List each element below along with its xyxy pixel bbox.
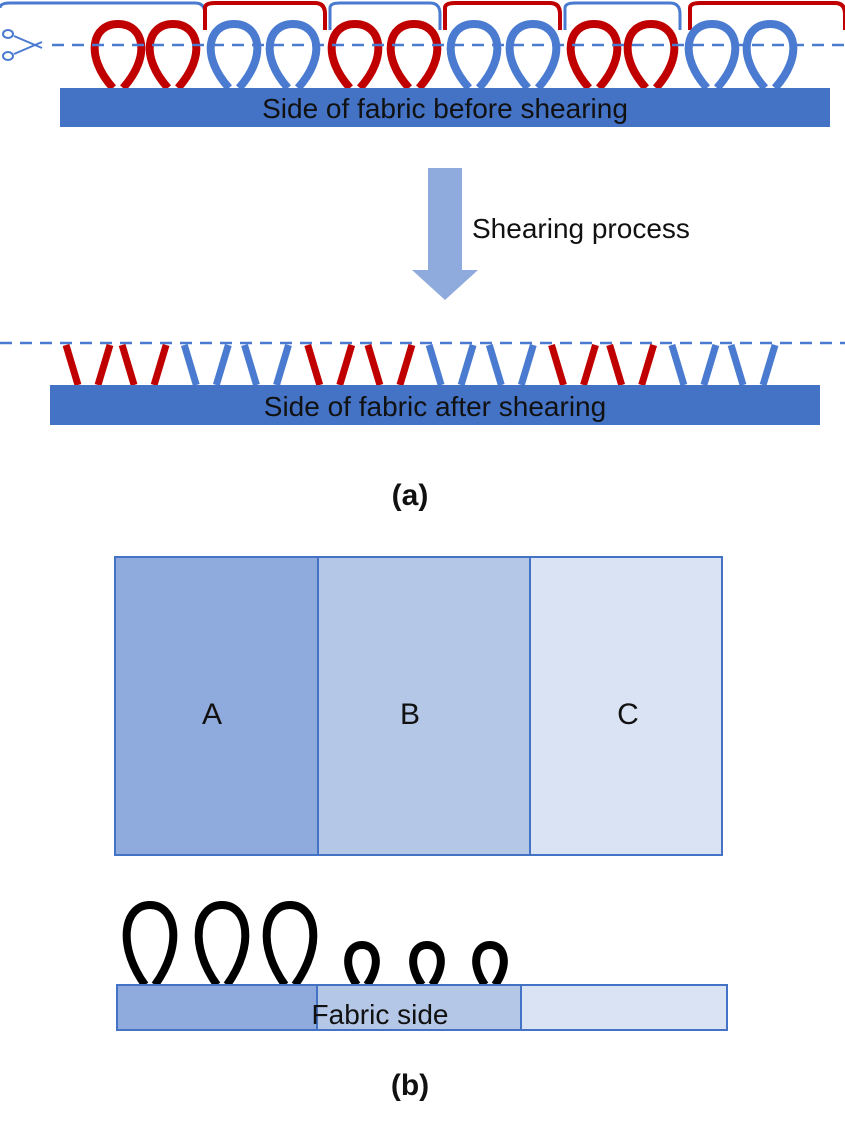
small-pile-loop <box>472 940 508 988</box>
large-pile-loop <box>122 900 178 988</box>
cut-pile-red <box>118 343 138 387</box>
cut-pile-red <box>150 343 170 387</box>
pile-loop-red <box>566 19 622 91</box>
cut-pile-blue <box>485 343 505 387</box>
zone-c-label: C <box>617 698 639 731</box>
cut-pile-blue <box>212 343 232 387</box>
pile-loop-red <box>145 19 201 91</box>
cut-pile-blue <box>668 343 688 387</box>
zone-a <box>114 556 319 856</box>
zone-b-label: B <box>400 698 420 731</box>
scissors-icon <box>2 29 43 61</box>
small-pile-loop <box>409 940 445 988</box>
cut-pile-red <box>304 343 324 387</box>
cut-pile-red <box>580 343 599 387</box>
zone-c <box>529 556 723 856</box>
after-label: Side of fabric after shearing <box>264 391 606 422</box>
pile-loop-red <box>90 19 146 91</box>
cut-piles-after-shearing <box>62 343 779 387</box>
caption-b: (b) <box>391 1069 429 1102</box>
cut-pile-red <box>94 343 114 387</box>
zone-b <box>317 556 531 856</box>
before-label: Side of fabric before shearing <box>262 93 628 124</box>
process-label: Shearing process <box>472 213 690 244</box>
fabric-after-bar <box>50 385 820 425</box>
cut-pile-red <box>364 343 384 387</box>
large-pile-loop <box>194 900 250 988</box>
fabric-label: Fabric side <box>312 999 449 1030</box>
cut-pile-red <box>336 343 356 387</box>
cut-pile-red <box>548 343 567 387</box>
connecting-yarn-red <box>688 0 845 30</box>
cut-pile-blue <box>457 343 477 387</box>
pile-loop-blue <box>265 19 321 91</box>
zone-a-label: A <box>202 698 222 731</box>
pile-loops <box>122 900 508 988</box>
cut-pile-blue <box>180 343 200 387</box>
pile-loop-red <box>327 19 383 91</box>
cut-pile-red <box>396 343 416 387</box>
cut-pile-blue <box>727 343 747 387</box>
cut-pile-blue <box>517 343 537 387</box>
connecting-yarn-blue <box>563 1 682 30</box>
fabric-zone-a <box>116 984 318 1031</box>
pile-loop-blue <box>742 19 798 91</box>
pile-loop-red <box>386 19 442 91</box>
cut-pile-red <box>606 343 626 387</box>
top-yarns <box>0 0 845 30</box>
connecting-yarn-red <box>443 0 562 30</box>
cut-pile-blue <box>759 343 779 387</box>
pile-loop-blue <box>505 19 561 91</box>
down-arrow-icon <box>412 168 478 300</box>
pile-loop-blue <box>684 19 740 91</box>
cut-pile-blue <box>241 343 260 387</box>
small-pile-loop <box>344 940 380 988</box>
pile-loop-red <box>623 19 679 91</box>
cut-pile-red <box>638 343 658 387</box>
pile-loop-blue <box>446 19 502 91</box>
cut-pile-blue <box>700 343 720 387</box>
fabric-zone-c <box>520 984 728 1031</box>
connecting-yarn-blue <box>328 1 442 30</box>
cut-pile-blue <box>425 343 445 387</box>
caption-a: (a) <box>392 479 429 512</box>
loops-before-shearing <box>90 19 798 91</box>
fabric-before-bar <box>60 88 830 127</box>
cut-pile-red <box>62 343 82 387</box>
pile-loop-blue <box>206 19 262 91</box>
connecting-yarn-red <box>203 0 327 30</box>
fabric-zone-b <box>316 984 522 1031</box>
cut-pile-blue <box>273 343 292 387</box>
large-pile-loop <box>262 900 318 988</box>
